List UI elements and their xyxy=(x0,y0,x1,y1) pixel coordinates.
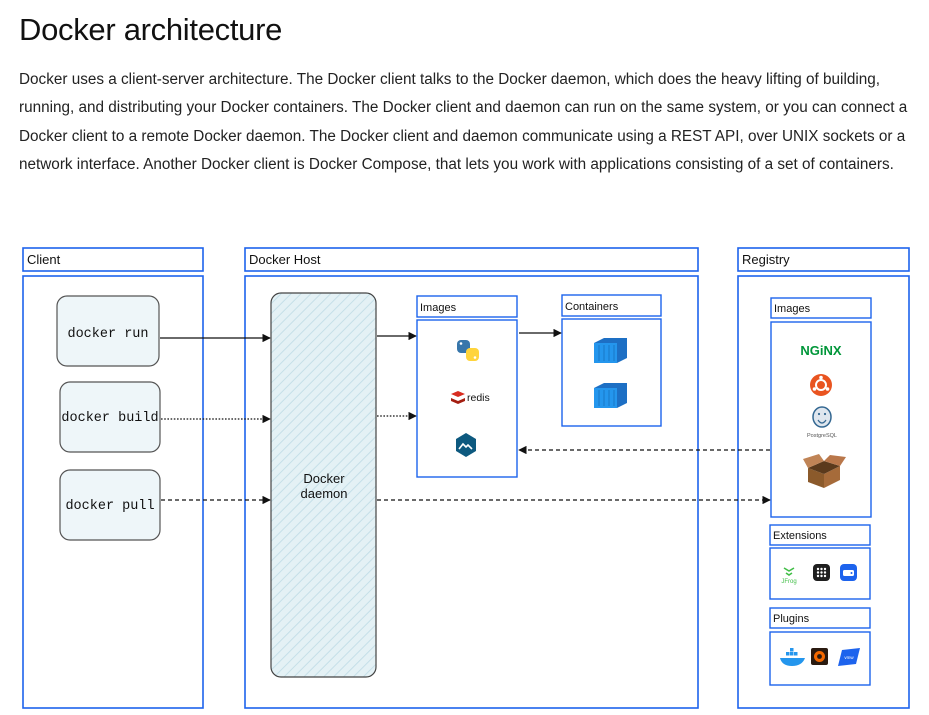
client-label: Client xyxy=(27,252,61,267)
redis-text: redis xyxy=(467,392,490,404)
ubuntu-logo xyxy=(810,374,832,396)
client-header-box xyxy=(22,247,204,272)
open-box-icon xyxy=(803,454,846,488)
registry-header-box xyxy=(737,247,910,272)
connectors xyxy=(160,328,771,505)
docker-run-command: docker run xyxy=(67,327,148,342)
docker-pull-command: docker pull xyxy=(65,499,154,514)
nginx-logo: NGiNX xyxy=(800,343,842,358)
alpine-logo xyxy=(456,433,476,457)
postgresql-text: PostgreSQL xyxy=(807,433,837,439)
docker-host-header-box xyxy=(244,247,699,272)
vmware-logo: vmw xyxy=(838,648,860,666)
registry-column: Registry Images Extensions Plugins NGiNX… xyxy=(737,247,910,709)
host-containers-header xyxy=(561,294,662,317)
container-icon xyxy=(594,383,627,408)
registry-images-label: Images xyxy=(774,303,811,315)
svg-text:vmw: vmw xyxy=(844,655,854,660)
svg-text:JFrog: JFrog xyxy=(781,579,796,585)
registry-extensions-label: Extensions xyxy=(773,530,827,542)
python-logo xyxy=(457,340,479,361)
docker-daemon-box xyxy=(270,292,377,678)
registry-images-header xyxy=(770,297,872,319)
docker-whale-logo xyxy=(780,648,805,666)
docker-host-column: Docker Host Docker daemon Images Contain… xyxy=(244,247,699,709)
jfrog-logo: JFrog xyxy=(781,567,797,585)
host-images-label: Images xyxy=(420,302,457,314)
page-title: Docker architecture xyxy=(19,12,283,47)
disk-app-icon xyxy=(840,564,857,581)
grid-app-icon xyxy=(813,564,830,581)
docker-daemon-label-line1: Docker xyxy=(303,471,345,486)
docker-run-box xyxy=(56,295,160,367)
registry-plugins-label: Plugins xyxy=(773,613,810,625)
registry-plugins-header xyxy=(769,607,871,629)
host-containers-label: Containers xyxy=(565,301,619,313)
postgresql-logo: PostgreSQL xyxy=(807,406,837,439)
docker-build-command: docker build xyxy=(61,411,158,426)
intro-paragraph: Docker uses a client-server architecture… xyxy=(19,71,908,174)
client-column: Client docker run docker build docker pu… xyxy=(22,247,204,709)
docker-pull-box xyxy=(59,469,161,541)
container-icon xyxy=(594,338,627,363)
docker-host-label: Docker Host xyxy=(249,252,321,267)
redis-logo: redis xyxy=(451,391,490,404)
registry-extensions-header xyxy=(769,524,871,546)
docker-daemon-label-line2: daemon xyxy=(301,486,348,501)
registry-label: Registry xyxy=(742,252,790,267)
host-containers-panel xyxy=(561,318,662,427)
grafana-logo xyxy=(811,648,828,665)
docker-build-box xyxy=(59,381,161,453)
host-images-header xyxy=(416,295,518,318)
